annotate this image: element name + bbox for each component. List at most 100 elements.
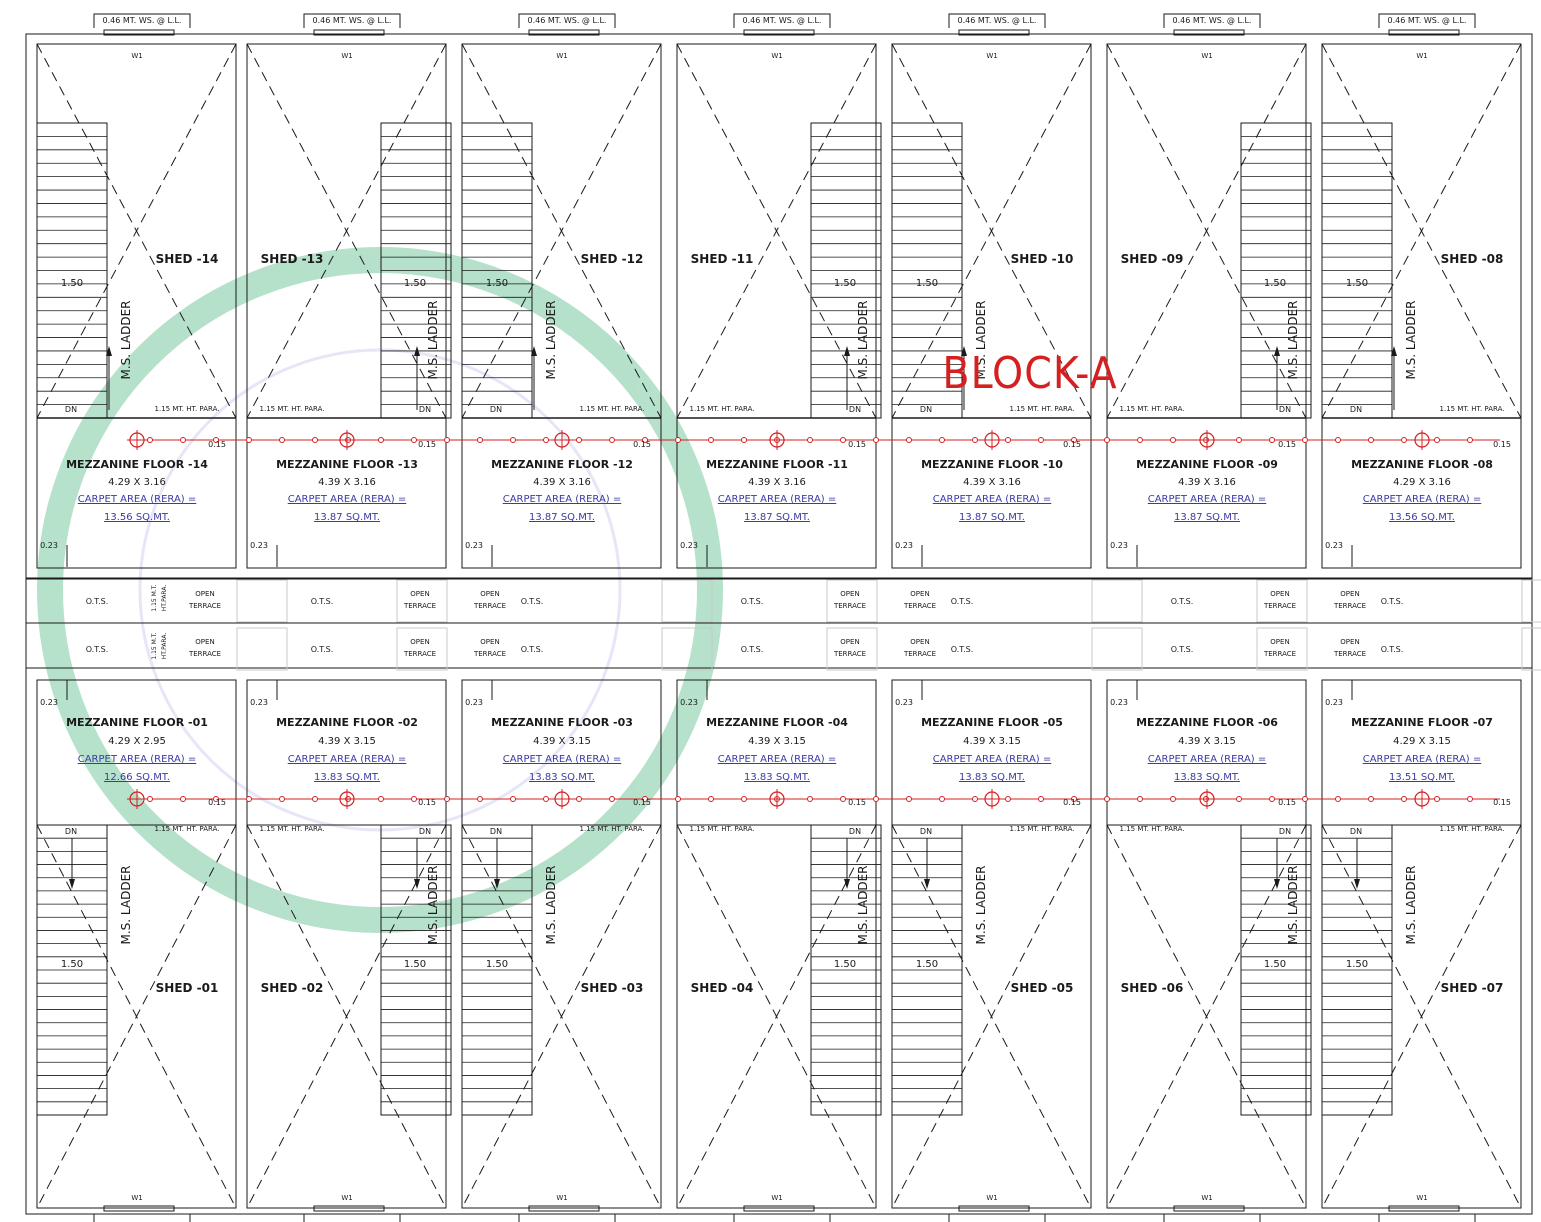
- ots-label: O.T.S.: [521, 645, 544, 654]
- mezzanine-dims: 4.29 X 3.15: [1393, 736, 1451, 747]
- open-terrace-label: TERRACE: [903, 602, 936, 610]
- offset-dim: 0.23: [40, 541, 58, 550]
- ladder-label: M.S. LADDER: [1286, 301, 1300, 380]
- open-terrace-label: TERRACE: [473, 602, 506, 610]
- offset-dim: 0.15: [418, 798, 436, 807]
- ladder-arrow-head: [1391, 346, 1397, 356]
- shed-room: [246, 824, 447, 1209]
- window-bracket: [1378, 1214, 1476, 1222]
- mezzanine-dims: 4.39 X 3.16: [748, 477, 806, 488]
- window-mark: W1: [986, 1194, 997, 1202]
- grid-node: [708, 437, 714, 443]
- mezzanine-dims: 4.39 X 3.15: [318, 736, 376, 747]
- ladder-label: M.S. LADDER: [856, 301, 870, 380]
- grid-node: [510, 437, 516, 443]
- grid-node: [180, 437, 186, 443]
- ladder-label: M.S. LADDER: [974, 866, 988, 945]
- shed-label: SHED -13: [261, 252, 324, 266]
- grid-node: [1137, 796, 1143, 802]
- window-sill: [103, 29, 175, 36]
- shed-label: SHED -08: [1441, 252, 1504, 266]
- ladder-label: M.S. LADDER: [426, 301, 440, 380]
- top-window-marker: 0.46 MT. WS. @ L.L.: [303, 13, 401, 36]
- window-sill: [1388, 29, 1460, 36]
- ladder-label: M.S. LADDER: [544, 301, 558, 380]
- offset-dim: 0.15: [848, 440, 866, 449]
- offset-dim: 0.15: [633, 798, 651, 807]
- grid-node: [279, 796, 285, 802]
- mezzanine-title: MEZZANINE FLOOR -14: [66, 458, 208, 471]
- window-bracket: [518, 1214, 616, 1222]
- window-bracket: [1163, 13, 1261, 28]
- carpet-area-value: 12.66 SQ.MT.: [104, 772, 170, 783]
- carpet-area-value: 13.83 SQ.MT.: [959, 772, 1025, 783]
- offset-dim: 0.15: [418, 440, 436, 449]
- grid-node: [477, 437, 483, 443]
- ladder-arrow-head: [1354, 879, 1360, 889]
- mezzanine-dims: 4.39 X 3.16: [318, 477, 376, 488]
- carpet-area-label: CARPET AREA (RERA) =: [718, 494, 837, 505]
- offset-dim: 0.23: [680, 698, 698, 707]
- grid-node: [1302, 796, 1308, 802]
- mezzanine-dims: 4.39 X 3.15: [748, 736, 806, 747]
- carpet-area-value: 13.56 SQ.MT.: [1389, 512, 1455, 523]
- down-label: DN: [1350, 405, 1362, 414]
- mezzanine-title: MEZZANINE FLOOR -05: [921, 716, 1063, 729]
- ladder-arrow-head: [414, 879, 420, 889]
- terrace-cell: [396, 627, 448, 671]
- offset-dim: 0.23: [1325, 698, 1343, 707]
- mezzanine-title: MEZZANINE FLOOR -04: [706, 716, 848, 729]
- void-cross-line: [676, 43, 877, 419]
- mezzanine-title: MEZZANINE FLOOR -11: [706, 458, 848, 471]
- shed-label: SHED -02: [261, 981, 324, 995]
- grid-node: [1071, 796, 1077, 802]
- down-label: DN: [419, 827, 431, 836]
- down-label: DN: [849, 405, 861, 414]
- window-mark: W1: [986, 52, 997, 60]
- window-sill: [743, 29, 815, 36]
- shed-label: SHED -10: [1011, 252, 1074, 266]
- stair-width-dim: 1.50: [916, 959, 938, 970]
- window-mark: W1: [131, 1194, 142, 1202]
- grid-node: [1236, 796, 1242, 802]
- down-label: DN: [920, 405, 932, 414]
- open-terrace-label: TERRACE: [403, 650, 436, 658]
- mezzanine-dims: 4.29 X 2.95: [108, 736, 166, 747]
- parapet-label: 1.15 MT. HT. PARA.: [690, 825, 755, 833]
- down-label: DN: [65, 827, 77, 836]
- grid-node: [1005, 437, 1011, 443]
- mezzanine-title: MEZZANINE FLOOR -13: [276, 458, 418, 471]
- parapet-label: 1.15 MT. HT. PARA.: [155, 405, 220, 413]
- para-height-label: 1.15 M.T.HT.PARA.: [151, 584, 168, 611]
- mezzanine-dims: 4.39 X 3.16: [533, 477, 591, 488]
- ladder-arrow-head: [106, 346, 112, 356]
- offset-dim: 0.15: [848, 798, 866, 807]
- parapet-label: 1.15 MT. HT. PARA.: [1010, 405, 1075, 413]
- open-terrace-label: OPEN: [410, 638, 429, 646]
- offset-dim: 0.23: [1110, 541, 1128, 550]
- grid-node: [906, 437, 912, 443]
- ots-label: O.T.S.: [951, 645, 974, 654]
- terrace-cell: [1256, 579, 1308, 623]
- grid-node: [1005, 796, 1011, 802]
- window-bracket: [1163, 1214, 1261, 1222]
- terrace-cell: [396, 579, 448, 623]
- window-label: 0.46 MT. WS. @ L.L.: [1388, 16, 1467, 25]
- offset-dim: 0.15: [633, 440, 651, 449]
- shed-label: SHED -04: [691, 981, 754, 995]
- ots-label: O.T.S.: [741, 597, 764, 606]
- parapet-label: 1.15 MT. HT. PARA.: [155, 825, 220, 833]
- terrace-cell: [826, 579, 878, 623]
- grid-node: [1368, 796, 1374, 802]
- shed-label: SHED -05: [1011, 981, 1074, 995]
- mezzanine-dims: 4.29 X 3.16: [108, 477, 166, 488]
- grid-node: [312, 796, 318, 802]
